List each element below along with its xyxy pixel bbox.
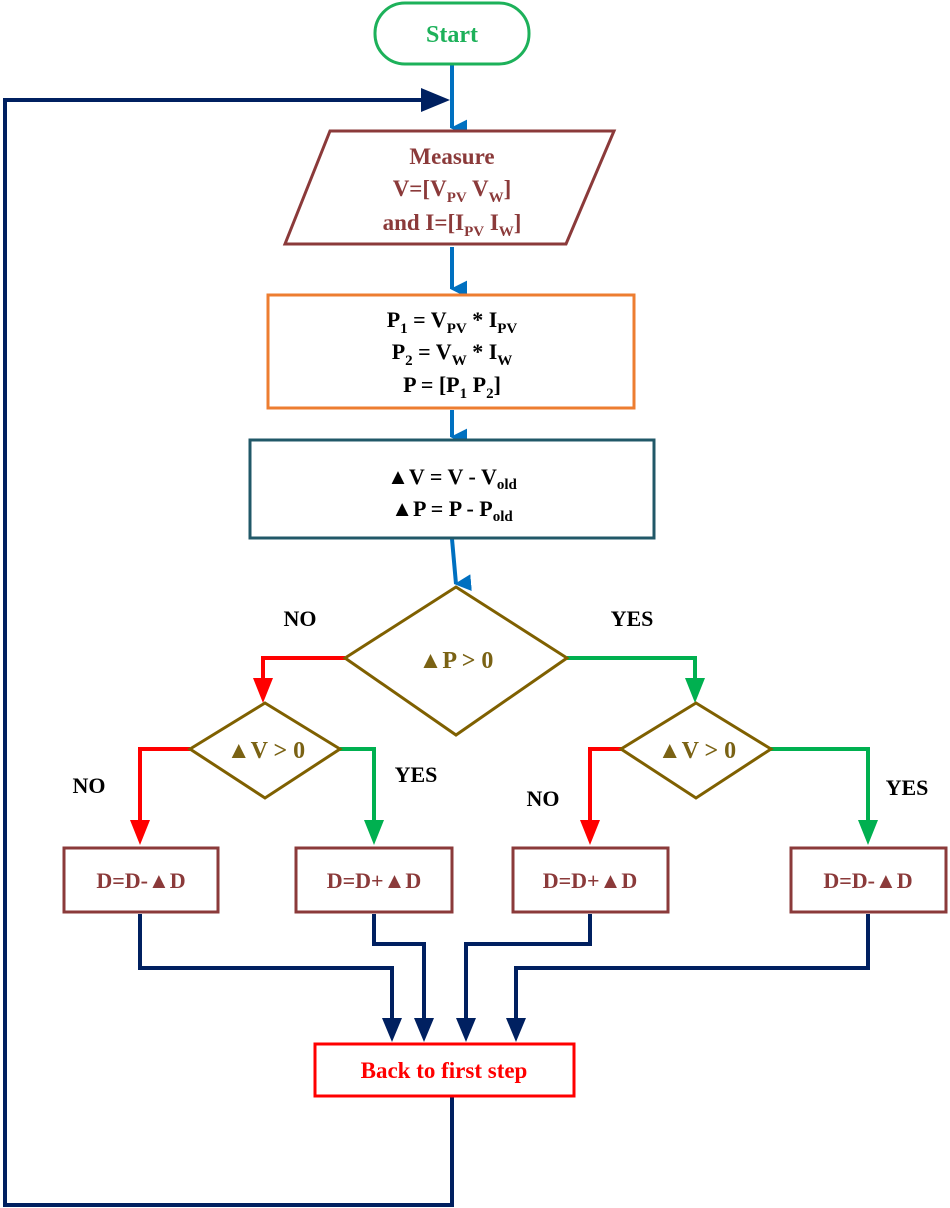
action2-to-back-line <box>372 914 426 1022</box>
decision-left: ▲V > 0 NO YES <box>73 701 438 800</box>
main-no-branch <box>261 656 345 680</box>
left-no-branch <box>138 747 190 822</box>
right-no-arrowhead <box>580 820 600 845</box>
action-2-label: D=D+▲D <box>327 868 422 893</box>
measure-shape <box>282 129 617 246</box>
action-1-shape <box>62 846 220 914</box>
decision-left-label: ▲V > 0 <box>227 738 305 764</box>
action3-to-back-line <box>464 914 592 1022</box>
decision-left-shape <box>187 701 343 800</box>
arrow-delta-to-decision <box>450 538 472 592</box>
decision-right: ▲V > 0 NO YES <box>527 701 929 811</box>
power-node: P1 = VPV * IPV P2 = VW * IW P = [P1 P2] <box>266 293 636 410</box>
power-shape <box>266 293 636 410</box>
measure-node: Measure V=[VPV VW] and I=[IPV IW] <box>282 129 617 246</box>
action4-to-back-line <box>514 914 870 1022</box>
decision-main-yes-label: YES <box>611 606 654 631</box>
action-node-3: D=D+▲D <box>511 846 670 914</box>
main-yes-branch <box>567 656 697 680</box>
delta-v: ▲V = V - Vold <box>387 464 517 493</box>
measure-voltage: V=[VPV VW] <box>393 176 512 206</box>
action1-to-back-arrowhead <box>382 1018 402 1042</box>
decision-main-shape <box>342 585 570 737</box>
action-node-2: D=D+▲D <box>294 846 454 914</box>
decision-left-no-label: NO <box>73 773 106 798</box>
measure-current: and I=[IPV IW] <box>383 210 522 240</box>
right-no-branch <box>588 747 622 822</box>
decision-right-shape <box>618 701 774 800</box>
decision-left-yes-label: YES <box>395 762 438 787</box>
decision-right-yes-label: YES <box>886 775 929 800</box>
power-p1: P1 = VPV * IPV <box>387 307 518 337</box>
power-p2: P2 = VW * IW <box>392 339 513 369</box>
start-label: Start <box>426 22 478 48</box>
delta-node: ▲V = V - Vold ▲P = P - Pold <box>248 438 656 540</box>
delta-shape <box>248 438 656 540</box>
decision-right-label: ▲V > 0 <box>658 738 736 764</box>
loop-back-line <box>3 98 454 1207</box>
action4-to-back-arrowhead <box>506 1018 526 1042</box>
start-node: Start <box>373 1 531 66</box>
action-1-label: D=D-▲D <box>96 868 185 893</box>
measure-title: Measure <box>409 144 494 169</box>
back-shape <box>313 1042 576 1098</box>
left-no-arrowhead <box>130 820 150 845</box>
action3-to-back-arrowhead <box>456 1018 476 1042</box>
right-yes-arrowhead <box>858 820 878 845</box>
connectors <box>3 64 878 1207</box>
left-yes-branch <box>340 747 376 822</box>
action-node-4: D=D-▲D <box>789 846 948 914</box>
action-3-shape <box>511 846 670 914</box>
action-node-1: D=D-▲D <box>62 846 220 914</box>
power-p: P = [P1 P2] <box>403 372 501 402</box>
decision-main-label: ▲P > 0 <box>419 648 494 674</box>
delta-p: ▲P = P - Pold <box>391 496 513 525</box>
action-4-label: D=D-▲D <box>823 868 912 893</box>
action2-to-back-arrowhead <box>414 1018 434 1042</box>
action1-to-back-line <box>138 914 394 1022</box>
back-label: Back to first step <box>361 1058 528 1083</box>
action-2-shape <box>294 846 454 914</box>
decision-main-no-label: NO <box>284 606 317 631</box>
start-shape <box>373 1 531 66</box>
decision-right-no-label: NO <box>527 786 560 811</box>
decision-main: ▲P > 0 NO YES <box>284 585 654 737</box>
main-no-arrowhead <box>253 678 273 703</box>
left-yes-arrowhead <box>364 820 384 845</box>
right-yes-branch <box>770 747 870 822</box>
loop-back-arrowhead <box>421 88 450 112</box>
back-node: Back to first step <box>313 1042 576 1098</box>
action-4-shape <box>789 846 948 914</box>
action-3-label: D=D+▲D <box>543 868 638 893</box>
main-yes-arrowhead <box>685 678 705 703</box>
